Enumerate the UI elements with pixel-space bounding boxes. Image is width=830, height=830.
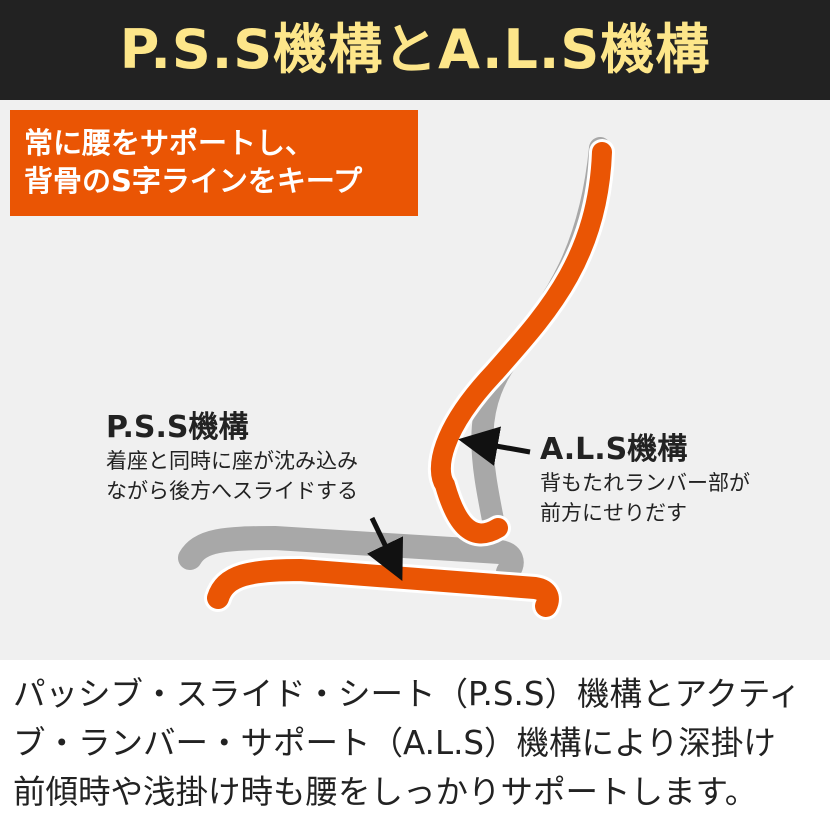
illustration-area: 常に腰をサポートし、 背骨のS字ラインをキープ P.S.S機構 着座と同時に座が…: [0, 100, 830, 660]
als-arrow: [458, 426, 531, 466]
description-line-2: ブ・ランバー・サポート（A.L.S）機構により深掛け: [13, 724, 776, 762]
page-title: P.S.S機構とA.L.S機構: [119, 18, 711, 81]
pss-desc-1: 着座と同時に座が沈み込み: [106, 449, 358, 473]
als-desc-1: 背もたれランバー部が: [540, 471, 750, 495]
description-line-1: パッシブ・スライド・シート（P.S.S）機構とアクティ: [13, 675, 801, 713]
callout-line-2: 背骨のS字ラインをキープ: [24, 164, 363, 198]
als-title: A.L.S機構: [540, 432, 688, 467]
callout-box: 常に腰をサポートし、 背骨のS字ラインをキープ: [10, 110, 418, 216]
backrest-orange-fill: [430, 142, 612, 544]
pss-label: P.S.S機構 着座と同時に座が沈み込み ながら後方へスライドする: [106, 410, 358, 506]
description-line-3: 前傾時や浅掛け時も腰をしっかりサポートします。: [13, 773, 758, 811]
chair-diagram: [178, 137, 615, 620]
description-text: パッシブ・スライド・シート（P.S.S）機構とアクティ ブ・ランバー・サポート（…: [0, 660, 830, 830]
seat-shadow: [178, 526, 524, 584]
pss-desc-2: ながら後方へスライドする: [106, 479, 358, 503]
callout-line-1: 常に腰をサポートし、: [24, 126, 315, 160]
als-desc-2: 前方にせりだす: [540, 501, 687, 525]
pss-title: P.S.S機構: [106, 410, 249, 445]
seat-orange-fill: [207, 559, 559, 617]
pss-arrow: [366, 516, 404, 582]
header-bar: P.S.S機構とA.L.S機構: [0, 0, 830, 100]
als-label: A.L.S機構 背もたれランバー部が 前方にせりだす: [540, 432, 750, 528]
